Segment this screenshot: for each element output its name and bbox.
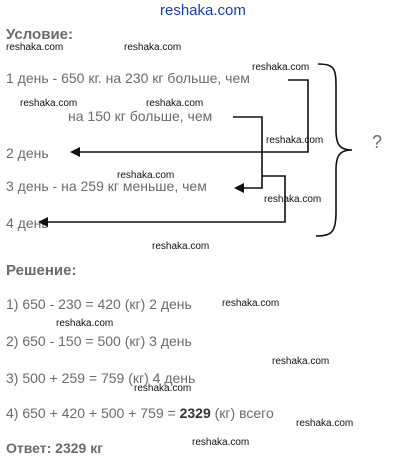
watermark: reshaka.com bbox=[20, 98, 78, 109]
arrowhead-day4 bbox=[38, 217, 48, 227]
arrow-day1-to-day2 bbox=[78, 79, 309, 153]
solution-step-4-total: 2329 bbox=[179, 405, 211, 421]
solution-step-4-unit: (кг) всего bbox=[210, 405, 274, 421]
condition-heading: Условие: bbox=[6, 26, 74, 43]
condition-line-day2: 2 день bbox=[6, 145, 49, 161]
solution-step-3: 3) 500 + 259 = 759 (кг) 4 день bbox=[6, 370, 196, 386]
watermark: reshaka.com bbox=[6, 42, 64, 53]
solution-step-4-expression: 4) 650 + 420 + 500 + 759 = bbox=[6, 405, 180, 421]
watermark: reshaka.com bbox=[134, 383, 192, 394]
watermark: reshaka.com bbox=[264, 194, 322, 205]
question-mark: ? bbox=[372, 132, 383, 152]
solution-step-1: 1) 650 - 230 = 420 (кг) 2 день bbox=[6, 296, 192, 312]
watermark: reshaka.com bbox=[252, 62, 310, 73]
arrow-day3-to-day4 bbox=[46, 175, 286, 223]
watermark: reshaka.com bbox=[117, 170, 175, 181]
condition-line-day4: 4 день bbox=[6, 215, 49, 231]
watermark: reshaka.com bbox=[56, 318, 114, 329]
arrowhead-day2 bbox=[70, 147, 80, 157]
answer-line: Ответ: 2329 кг bbox=[6, 440, 104, 456]
watermark: reshaka.com bbox=[152, 241, 210, 252]
solution-step-4: 4) 650 + 420 + 500 + 759 = 2329 (кг) все… bbox=[6, 405, 274, 421]
watermark: reshaka.com bbox=[266, 135, 324, 146]
right-brace bbox=[315, 63, 353, 237]
solution-step-2: 2) 650 - 150 = 500 (кг) 3 день bbox=[6, 333, 192, 349]
watermark: reshaka.com bbox=[272, 356, 330, 367]
condition-line-day2-comparison: на 150 кг больше, чем bbox=[68, 108, 213, 124]
condition-line-day1: 1 день - 650 кг. на 230 кг больше, чем bbox=[6, 70, 250, 86]
solution-heading: Решение: bbox=[6, 262, 77, 279]
watermark: reshaka.com bbox=[192, 437, 250, 448]
arrow-comparison-to-day3 bbox=[233, 116, 263, 189]
arrowhead-day3 bbox=[234, 183, 244, 193]
site-title[interactable]: reshaka.com bbox=[160, 2, 246, 19]
watermark: reshaka.com bbox=[124, 42, 182, 53]
condition-line-day3: 3 день - на 259 кг меньше, чем bbox=[6, 178, 207, 194]
watermark: reshaka.com bbox=[222, 298, 280, 309]
watermark: reshaka.com bbox=[296, 418, 354, 429]
watermark: reshaka.com bbox=[146, 98, 204, 109]
